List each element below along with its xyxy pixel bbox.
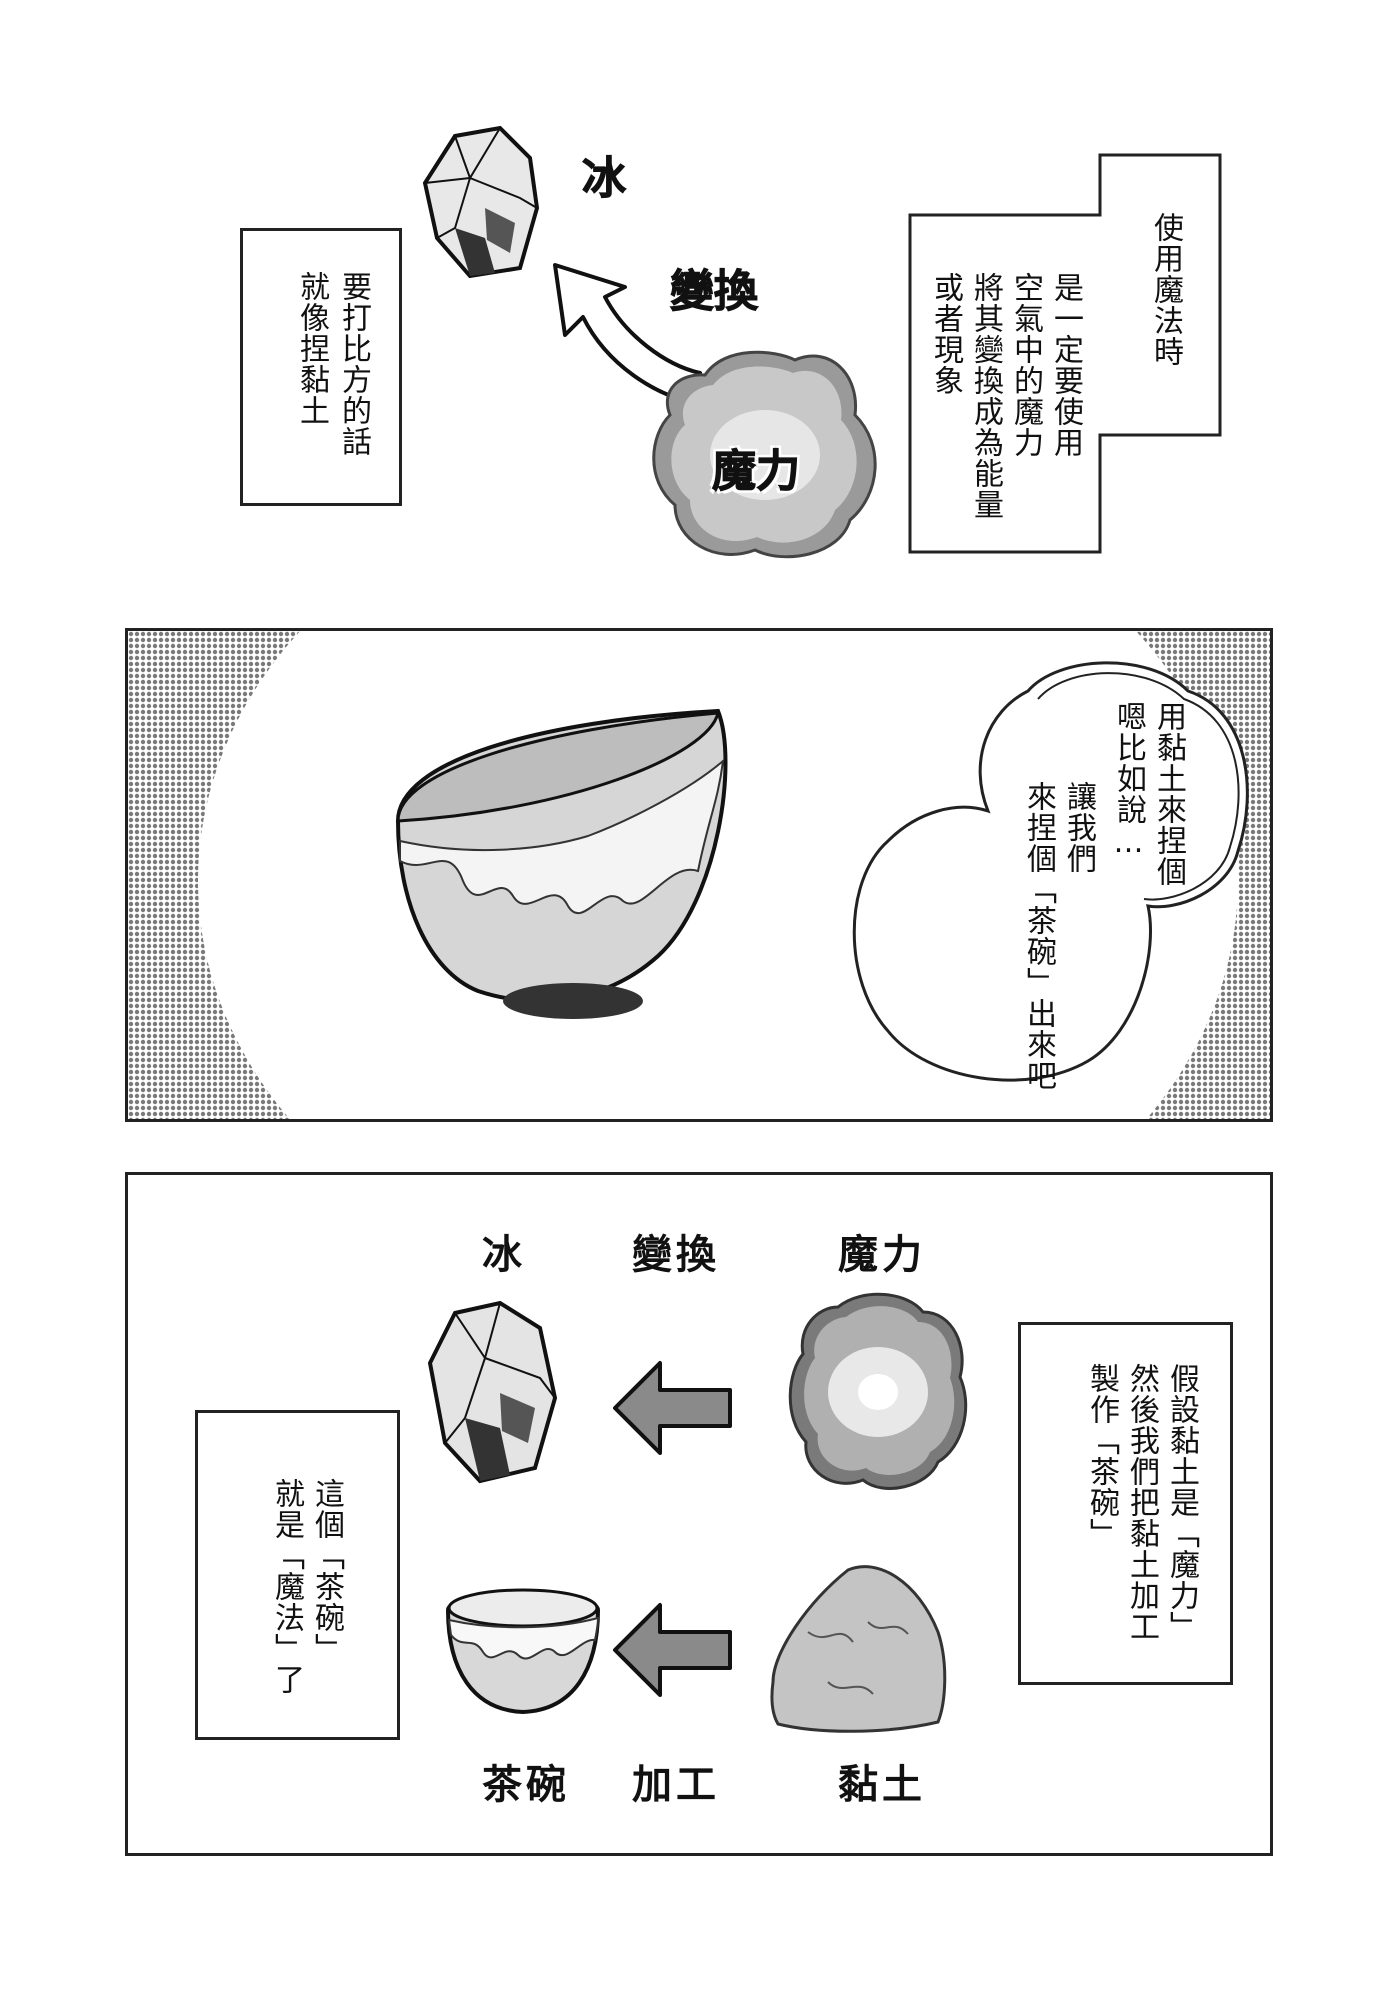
narration-line: 將其變換成為能量: [968, 272, 1003, 520]
narration-line: 就像捏黏土: [294, 271, 329, 426]
narration-line: 或者現象: [928, 272, 963, 396]
label-clay: 黏土: [838, 1762, 926, 1808]
narration-line: 就是「魔法」了: [269, 1478, 304, 1695]
arrow-left-icon: [613, 1361, 732, 1455]
ice-crystal-icon: [427, 1300, 558, 1484]
mana-blob-icon: [652, 350, 877, 559]
speech-line: 來捏個「茶碗」出來吧: [1021, 781, 1056, 1091]
arrow-left-icon: [613, 1603, 732, 1697]
narration-line: 然後我們把黏土加工: [1124, 1363, 1159, 1642]
sfx-ice: 冰: [582, 153, 627, 205]
ice-crystal-icon: [422, 125, 540, 279]
speech-line: 讓我們: [1061, 781, 1096, 874]
tea-bowl-icon: [395, 708, 728, 1019]
speech-line: 用黏土來捏個: [1151, 701, 1186, 887]
tea-bowl-icon: [445, 1588, 601, 1715]
label-transform: 變換: [632, 1232, 720, 1278]
narration-line: 要打比方的話: [336, 271, 371, 457]
narration-line: 假設黏土是「魔力」: [1164, 1363, 1199, 1642]
speech-line: 嗯比如說…: [1111, 701, 1146, 861]
narration-line: 是一定要使用: [1048, 272, 1083, 458]
label-ice: 冰: [482, 1232, 526, 1278]
narration-box-left-bottom: 這個「茶碗」 就是「魔法」了: [195, 1410, 400, 1740]
narration-line: 空氣中的魔力: [1008, 272, 1043, 458]
transform-arrow-icon: [553, 263, 702, 405]
narration-box-left-top: 要打比方的話 就像捏黏土: [240, 228, 402, 506]
mana-blob-icon: [788, 1292, 968, 1490]
narration-box-right-bottom: 假設黏土是「魔力」 然後我們把黏土加工 製作「茶碗」: [1018, 1322, 1233, 1685]
label-teabowl: 茶碗: [482, 1762, 570, 1808]
panel-middle: 用黏土來捏個 嗯比如說… 讓我們 來捏個「茶碗」出來吧: [125, 628, 1273, 1122]
narration-line: 使用魔法時: [1148, 212, 1183, 367]
speech-bubble-frame: [852, 661, 1249, 1082]
narration-line: 這個「茶碗」: [309, 1478, 344, 1664]
label-mana: 魔力: [838, 1232, 926, 1278]
narration-box-frame: [908, 153, 1222, 554]
sfx-transform: 變換: [670, 266, 759, 318]
sfx-mana: 魔力: [712, 446, 801, 498]
clay-lump-icon: [770, 1565, 947, 1733]
narration-line: 製作「茶碗」: [1084, 1363, 1119, 1549]
label-process: 加工: [632, 1762, 720, 1808]
